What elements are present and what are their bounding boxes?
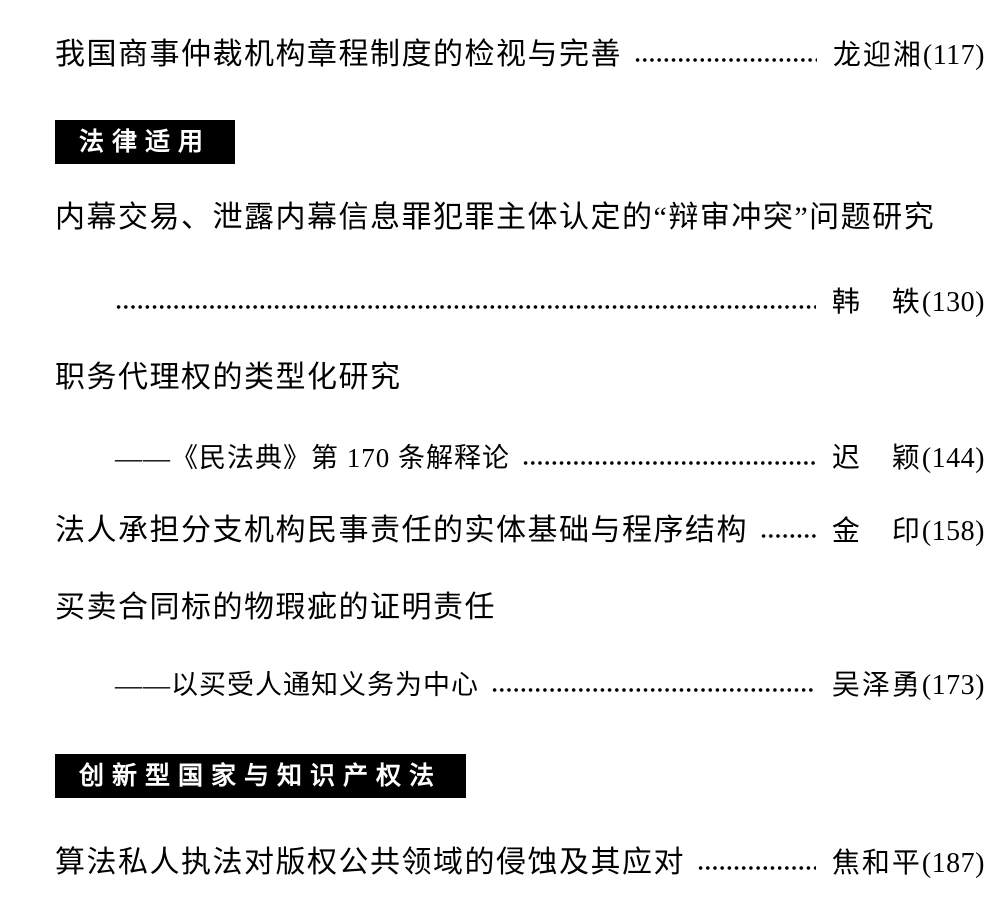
leader-dots [491, 687, 816, 692]
article-title: 买卖合同标的物瑕疵的证明责任 [55, 591, 496, 624]
toc-entry: 职务代理权的类型化研究 [55, 361, 985, 395]
article-title: 职务代理权的类型化研究 [55, 361, 402, 394]
leader-dots [634, 57, 817, 62]
toc-entry-subtitle: ——《民法典》第 170 条解释论 迟 颖 (144) [115, 441, 985, 476]
section-row: 法律适用 [55, 120, 985, 164]
article-subtitle: ——《民法典》第 170 条解释论 [115, 443, 510, 473]
leader-dots [697, 865, 816, 870]
article-subtitle: ——以买受人通知义务为中心 [115, 670, 479, 700]
page-number: (117) [922, 40, 985, 71]
toc-entry: 内幕交易、泄露内幕信息罪犯罪主体认定的“辩审冲突”问题研究 [55, 201, 985, 235]
toc-entry-subtitle: ——以买受人通知义务为中心 吴泽勇 (173) [115, 668, 985, 703]
leader-dots [115, 305, 816, 309]
toc-entry-continuation: 韩 轶 (130) [115, 286, 985, 320]
page-number: (144) [921, 443, 985, 474]
section-header-badge: 法律适用 [55, 120, 236, 164]
page-number: (130) [921, 287, 985, 318]
toc-entry: 买卖合同标的物瑕疵的证明责任 [55, 591, 985, 625]
section-row: 创新型国家与知识产权法 [55, 754, 985, 798]
section-header-badge: 创新型国家与知识产权法 [55, 754, 467, 798]
toc-entry: 法人承担分支机构民事责任的实体基础与程序结构 金 印 (158) [55, 514, 985, 549]
author-name: 焦和平 [831, 848, 922, 879]
page-number: (187) [921, 848, 985, 879]
article-title: 我国商事仲裁机构章程制度的检视与完善 [55, 38, 622, 71]
author-name: 金 印 [831, 516, 922, 547]
leader-dots [760, 533, 816, 538]
author-name: 吴泽勇 [831, 670, 922, 701]
leader-dots [522, 460, 816, 465]
page-number: (173) [921, 670, 985, 701]
toc-entry: 我国商事仲裁机构章程制度的检视与完善 龙迎湘 (117) [55, 38, 985, 73]
article-title: 算法私人执法对版权公共领域的侵蚀及其应对 [55, 846, 685, 879]
article-title: 内幕交易、泄露内幕信息罪犯罪主体认定的“辩审冲突”问题研究 [55, 201, 936, 234]
author-name: 迟 颖 [831, 443, 922, 474]
article-title: 法人承担分支机构民事责任的实体基础与程序结构 [55, 514, 748, 547]
toc-entry: 算法私人执法对版权公共领域的侵蚀及其应对 焦和平 (187) [55, 846, 985, 881]
author-name: 韩 轶 [831, 287, 922, 318]
author-name: 龙迎湘 [832, 40, 923, 71]
page-number: (158) [921, 516, 985, 547]
